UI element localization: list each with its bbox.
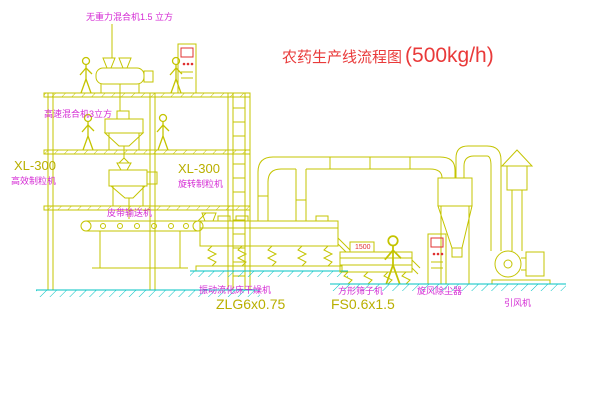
exhaust-stack (500, 149, 534, 251)
person-figures (79, 56, 402, 285)
cyclone-separator (437, 145, 502, 284)
label-fan-name: 引风机 (504, 298, 532, 308)
title-name: 农药生产线流程图 (282, 49, 403, 66)
ground-right (330, 283, 566, 291)
person-icon (384, 235, 402, 285)
gravity-free-mixer (95, 24, 154, 111)
control-cabinet-bottom (427, 233, 447, 285)
title-capacity: (500kg/h) (405, 44, 494, 67)
label-sieve-tag: 1500 (355, 244, 371, 251)
label-sieve-model: FS0.6x1.5 (331, 296, 395, 312)
person-icon (169, 56, 183, 94)
induced-draft-fan (491, 250, 551, 285)
belt-conveyor (80, 220, 204, 269)
control-cabinet-top (177, 43, 197, 94)
dryer-base (190, 270, 348, 277)
person-icon (156, 113, 170, 151)
label-granulator-center-name: 旋转制粒机 (178, 179, 224, 189)
label-belt-conveyor: 皮带输送机 (107, 208, 153, 218)
ground-left (36, 289, 260, 297)
label-granulator-center-model: XL-300 (178, 161, 220, 176)
high-speed-mixer (103, 110, 145, 164)
label-high-speed-mixer: 高速混合机3立方 (44, 109, 113, 119)
label-granulator-left-name: 高效制粒机 (11, 176, 57, 186)
square-sieve (339, 241, 421, 285)
label-cyclone-name: 旋风除尘器 (417, 286, 463, 296)
label-mixer-top: 无重力混合机1.5 立方 (86, 12, 174, 22)
exhaust-duct (257, 156, 456, 221)
diagram-title: 农药生产线流程图 (500kg/h) (282, 44, 494, 68)
label-dryer-model: ZLG6x0.75 (216, 296, 286, 312)
fluid-bed-dryer (195, 212, 351, 272)
person-icon (79, 56, 93, 94)
label-sieve-name: 方形筛子机 (338, 286, 384, 296)
label-dryer-name: 振动流化床干燥机 (199, 285, 272, 295)
rotary-granulator (108, 162, 158, 219)
building-structure (43, 92, 251, 290)
label-granulator-left-model: XL-300 (14, 158, 56, 173)
